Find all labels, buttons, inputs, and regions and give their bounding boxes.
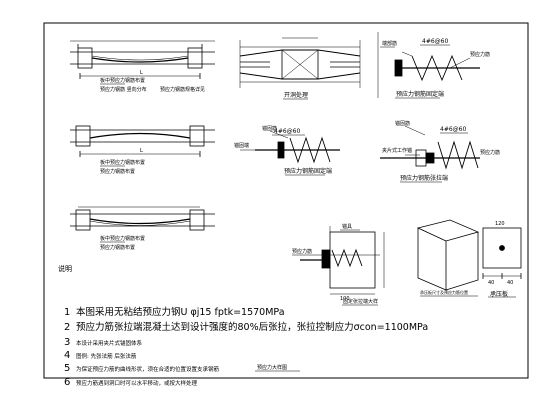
plate-drawing [482, 227, 522, 298]
anchor-block-label1: 锚具 [342, 223, 352, 230]
note-item: 2 预应力筋张拉端混凝土达到设计强度的80%后张拉，张拉控制应力σcon=1100… [64, 315, 428, 334]
anchor-mid-label3: 锚固端 [234, 142, 249, 149]
plan-2-drawing [70, 125, 215, 167]
anchor-top-drawing [377, 32, 480, 99]
anchor-top-label3: 预应力筋 [470, 51, 490, 58]
note-text: 预应力筋张拉端混凝土达到设计强度的80%后张拉，张拉控制应力σcon=1100M… [76, 322, 429, 333]
plan1-subcaption: 预应力钢筋 竖向分布 [100, 86, 147, 93]
note-item: 6 预应力筋遇到洞口时可以水平移动，或按大样处理 [64, 370, 197, 389]
plate-label: 承压板尺寸及预应力筋位置 [420, 289, 468, 295]
plan-3-drawing [70, 206, 215, 243]
anchor-mid-drawing [240, 130, 340, 176]
tension-label1: 锚固筋 [395, 120, 410, 127]
tension-label3: 夹片式工作锚 [382, 147, 412, 154]
plan1-note: 预应力钢筋规格详见 [160, 86, 205, 93]
note-number: 6 [64, 377, 71, 388]
tension-label4: 预应力筋 [480, 149, 500, 156]
note-number: 3 [64, 337, 71, 348]
tension-label2: 4#6@60 [440, 126, 466, 133]
anchor-top-label1: 端部筋 [382, 40, 397, 47]
anchor-block-drawing [292, 226, 385, 306]
tension-caption: 预应力钢筋张拉端 [400, 174, 448, 182]
iso-block-drawing [416, 219, 480, 297]
note-number: 4 [64, 350, 71, 361]
plan1-dim: L [140, 70, 143, 76]
anchor-top-caption: 预应力钢筋固定端 [396, 90, 444, 98]
note-text: 预应力筋遇到洞口时可以水平移动，或按大样处理 [76, 381, 198, 387]
note-number: 2 [64, 322, 71, 333]
anchor-block-caption: 固定张拉端大样 [343, 298, 378, 305]
anchor-block-dim: 100 [340, 296, 350, 302]
notes-title: 说明 [58, 265, 72, 273]
footer-caption: 预应力大样图 [257, 364, 287, 371]
plan-1-drawing [70, 40, 215, 85]
opening-drawing [239, 37, 361, 100]
note-number: 5 [64, 363, 71, 374]
plan2-caption: 板中预应力钢筋布置 [100, 159, 145, 166]
anchor-mid-label1: 锚固筋 [262, 125, 277, 132]
anchor-mid-label2: 4#6@60 [274, 128, 300, 135]
anchor-block-label2: 预应力筋 [292, 248, 312, 255]
plan3-subcaption: 预应力钢筋布置 [100, 244, 135, 251]
anchor-top-label2: 4#6@60 [422, 38, 448, 45]
note-text: 为保证预应力筋的曲线形状，须在合适的位置设置支承钢筋 [76, 367, 220, 373]
note-item: 5 为保证预应力筋的曲线形状，须在合适的位置设置支承钢筋 [64, 356, 219, 375]
plan2-subcaption: 预应力钢筋布置 [100, 168, 135, 175]
plan2-dim: L [140, 148, 143, 154]
note-number: 1 [64, 307, 71, 318]
note-text: 本图采用无粘结预应力钢U φj15 fptk=1570MPa [76, 307, 285, 318]
note-text: 图例: 先张法筋 后张法筋 [76, 354, 137, 360]
anchor-mid-caption: 预应力钢筋固定端 [284, 167, 332, 175]
plan1-caption: 板中预应力钢筋布置 [100, 77, 145, 84]
dim-value-a: 40 [488, 280, 494, 286]
note-item: 1 本图采用无粘结预应力钢U φj15 fptk=1570MPa [64, 300, 285, 319]
tension-drawing [380, 125, 480, 183]
dim-value-b: 40 [507, 280, 513, 286]
plan3-caption: 板中预应力钢筋布置 [100, 235, 145, 242]
plate-caption: 承压板 [490, 290, 508, 298]
note-text: 本设计采用夹片式锚固体系 [76, 341, 143, 347]
opening-caption: 开洞处理 [284, 91, 308, 99]
note-item: 3 本设计采用夹片式锚固体系 [64, 330, 142, 349]
plate-dim: 120 [495, 221, 505, 227]
note-item: 4 图例: 先张法筋 后张法筋 [64, 343, 136, 362]
sheet-border [43, 22, 529, 379]
